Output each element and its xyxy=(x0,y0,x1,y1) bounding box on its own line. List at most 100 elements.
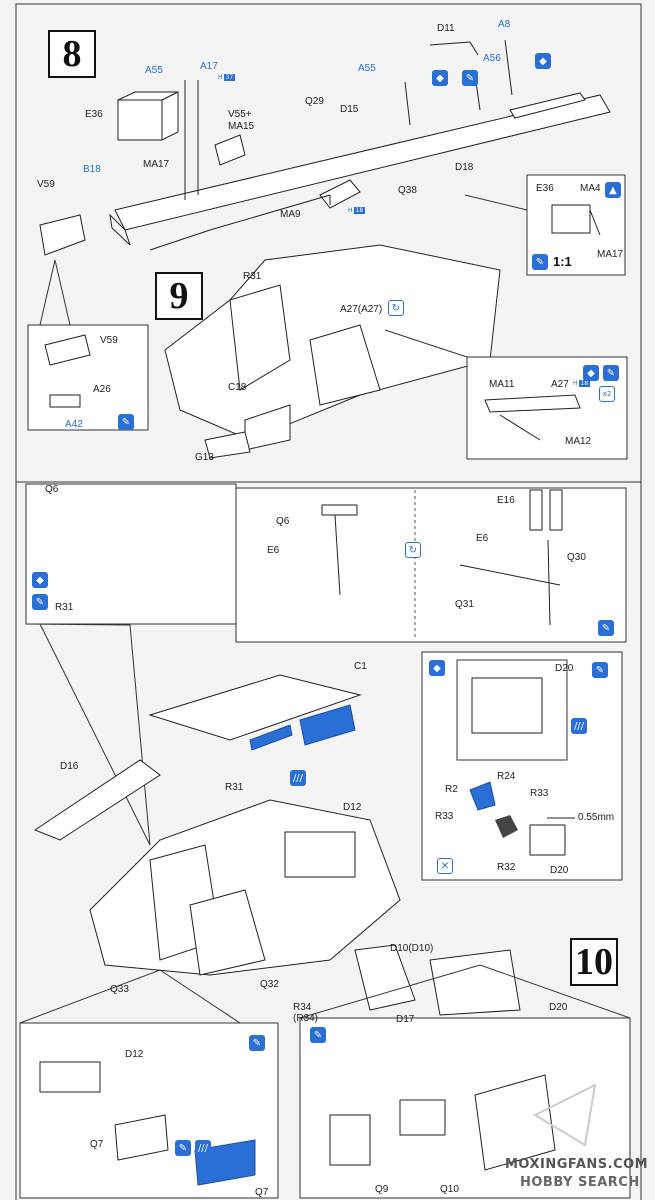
part-label: Q31 xyxy=(455,599,474,610)
step-number-10: 10 xyxy=(570,938,618,986)
part-label: MA15 xyxy=(228,121,255,132)
watermark-site: MOXINGFANS.COM xyxy=(505,1157,649,1172)
rotate-icon: ↻ xyxy=(405,542,421,558)
glue-icon: ✎ xyxy=(598,620,614,636)
part-label: A8 xyxy=(498,19,511,30)
part-label: Q32 xyxy=(260,979,279,990)
watermark-brand: HOBBY SEARCH xyxy=(520,1175,640,1190)
part-label: D20 xyxy=(549,1002,568,1013)
glue-icon: ✎ xyxy=(249,1035,265,1051)
part-label: A56 xyxy=(483,53,501,64)
part-label: MA4 xyxy=(580,183,601,194)
part-label: Q7 xyxy=(255,1187,269,1198)
step-number-9: 9 xyxy=(155,272,203,320)
part-label: A27(A27) xyxy=(340,304,383,315)
part-V59 xyxy=(39,214,86,256)
paint-icon: ◆ xyxy=(432,70,448,86)
part-label: MA17 xyxy=(597,249,624,260)
part-G13 xyxy=(204,431,251,459)
part-label: V59 xyxy=(100,335,118,346)
part-label: MA9 xyxy=(280,209,301,220)
part-label: Q38 xyxy=(398,185,417,196)
paint-icon: ◆ xyxy=(429,660,445,676)
part-D16 xyxy=(33,759,161,841)
part-label: R24 xyxy=(497,771,516,782)
part-label: V55+ xyxy=(228,109,252,120)
part-label: R34 xyxy=(293,1002,312,1013)
part-label: R31 xyxy=(55,602,74,613)
part-label: G13 xyxy=(195,452,214,463)
glue-icon: ✎ xyxy=(462,70,478,86)
part-label: R31 xyxy=(225,782,244,793)
part-D17 xyxy=(354,944,416,1011)
part-label: R33 xyxy=(435,811,454,822)
part-label: E36 xyxy=(85,109,103,120)
glue-icon: ✎ xyxy=(118,414,134,430)
part-label: R31 xyxy=(243,271,262,282)
glue-icon: ✎ xyxy=(532,254,548,270)
part-label: D16 xyxy=(60,761,79,772)
paint-icon: ◆ xyxy=(583,365,599,381)
part-label: Q33 xyxy=(110,984,129,995)
upper-hull-rail xyxy=(114,94,611,231)
part-label: Q29 xyxy=(305,96,324,107)
part-label: R2 xyxy=(445,784,458,795)
part-label: C18 xyxy=(228,382,247,393)
inset-q9-q10 xyxy=(299,1017,631,1199)
part-label: R33 xyxy=(530,788,549,799)
photo-etch-icon: /// xyxy=(290,770,306,786)
step-10-frame xyxy=(15,481,642,1200)
glue-icon: ✎ xyxy=(603,365,619,381)
dimension-label: 0.55mm xyxy=(578,812,615,823)
part-D12 xyxy=(284,831,356,878)
photo-etch-icon: /// xyxy=(195,1140,211,1156)
part-label: A42 xyxy=(65,419,83,430)
part-label: A17 xyxy=(200,61,218,72)
part-label: Q7 xyxy=(90,1139,104,1150)
inset-q6-detail xyxy=(235,487,627,643)
part-E36 xyxy=(117,99,163,141)
part-label: A26 xyxy=(93,384,111,395)
part-label: D18 xyxy=(455,162,474,173)
part-label: A27 xyxy=(551,379,569,390)
paint-icon: ◆ xyxy=(32,572,48,588)
part-label: A55 xyxy=(145,65,163,76)
part-label: B18 xyxy=(83,164,101,175)
part-label: Q6 xyxy=(276,516,290,527)
part-label: D12 xyxy=(125,1049,144,1060)
inset-v59 xyxy=(27,324,149,431)
photo-etch-icon: /// xyxy=(571,718,587,734)
inset-q6-view xyxy=(25,483,237,625)
part-label: Q6 xyxy=(45,484,59,495)
part-label: MA11 xyxy=(489,379,515,390)
part-label: Q30 xyxy=(567,552,586,563)
part-label: R32 xyxy=(497,862,516,873)
part-label: D10(D10) xyxy=(390,943,434,954)
part-label: D20 xyxy=(550,865,569,876)
part-label: D17 xyxy=(396,1014,415,1025)
part-label: MA17 xyxy=(143,159,170,170)
part-label: E16 xyxy=(497,495,515,506)
part-label: Q9 xyxy=(375,1184,389,1195)
step-number-8: 8 xyxy=(48,30,96,78)
part-D20 xyxy=(429,949,521,1016)
part-label: (R34) xyxy=(293,1013,319,1024)
part-label: E6 xyxy=(267,545,280,556)
glue-icon: ✎ xyxy=(310,1027,326,1043)
part-Q38 xyxy=(319,179,361,209)
remove-icon: ✕ xyxy=(437,858,453,874)
part-label: D12 xyxy=(343,802,362,813)
part-label: E6 xyxy=(476,533,489,544)
part-label: MA12 xyxy=(565,436,592,447)
flip-icon: ▲ xyxy=(605,182,621,198)
part-label: D15 xyxy=(340,104,359,115)
part-MA15 xyxy=(214,134,246,166)
part-label: D20 xyxy=(555,663,574,674)
rotate-icon: ↻ xyxy=(388,300,404,316)
part-label: D11 xyxy=(437,23,455,34)
